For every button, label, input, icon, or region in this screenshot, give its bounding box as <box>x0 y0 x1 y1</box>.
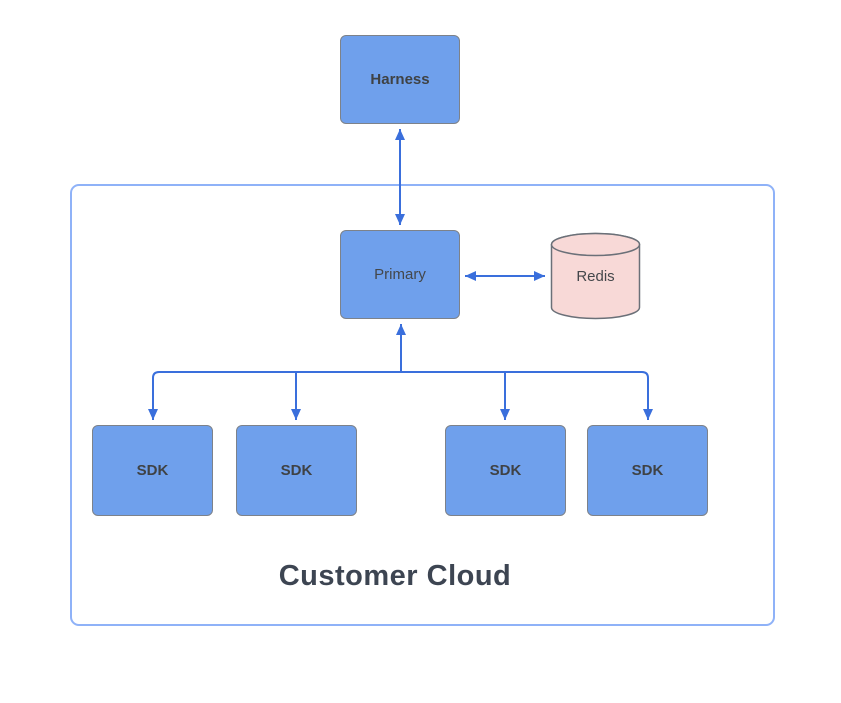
node-sdk-1: SDK <box>92 425 213 516</box>
node-sdk-4-label: SDK <box>631 462 664 479</box>
node-harness-label: Harness <box>370 71 430 88</box>
node-sdk-1-label: SDK <box>136 462 169 479</box>
cylinder-shape-icon <box>550 232 641 320</box>
node-sdk-2-label: SDK <box>280 462 313 479</box>
node-redis-label: Redis <box>576 268 615 285</box>
node-primary: Primary <box>340 230 460 319</box>
node-sdk-2: SDK <box>236 425 357 516</box>
node-sdk-3: SDK <box>445 425 566 516</box>
node-sdk-4: SDK <box>587 425 708 516</box>
node-harness: Harness <box>340 35 460 124</box>
customer-cloud-label: Customer Cloud <box>278 560 512 592</box>
node-sdk-3-label: SDK <box>489 462 522 479</box>
node-primary-label: Primary <box>374 266 426 283</box>
node-redis: Redis <box>550 232 641 320</box>
